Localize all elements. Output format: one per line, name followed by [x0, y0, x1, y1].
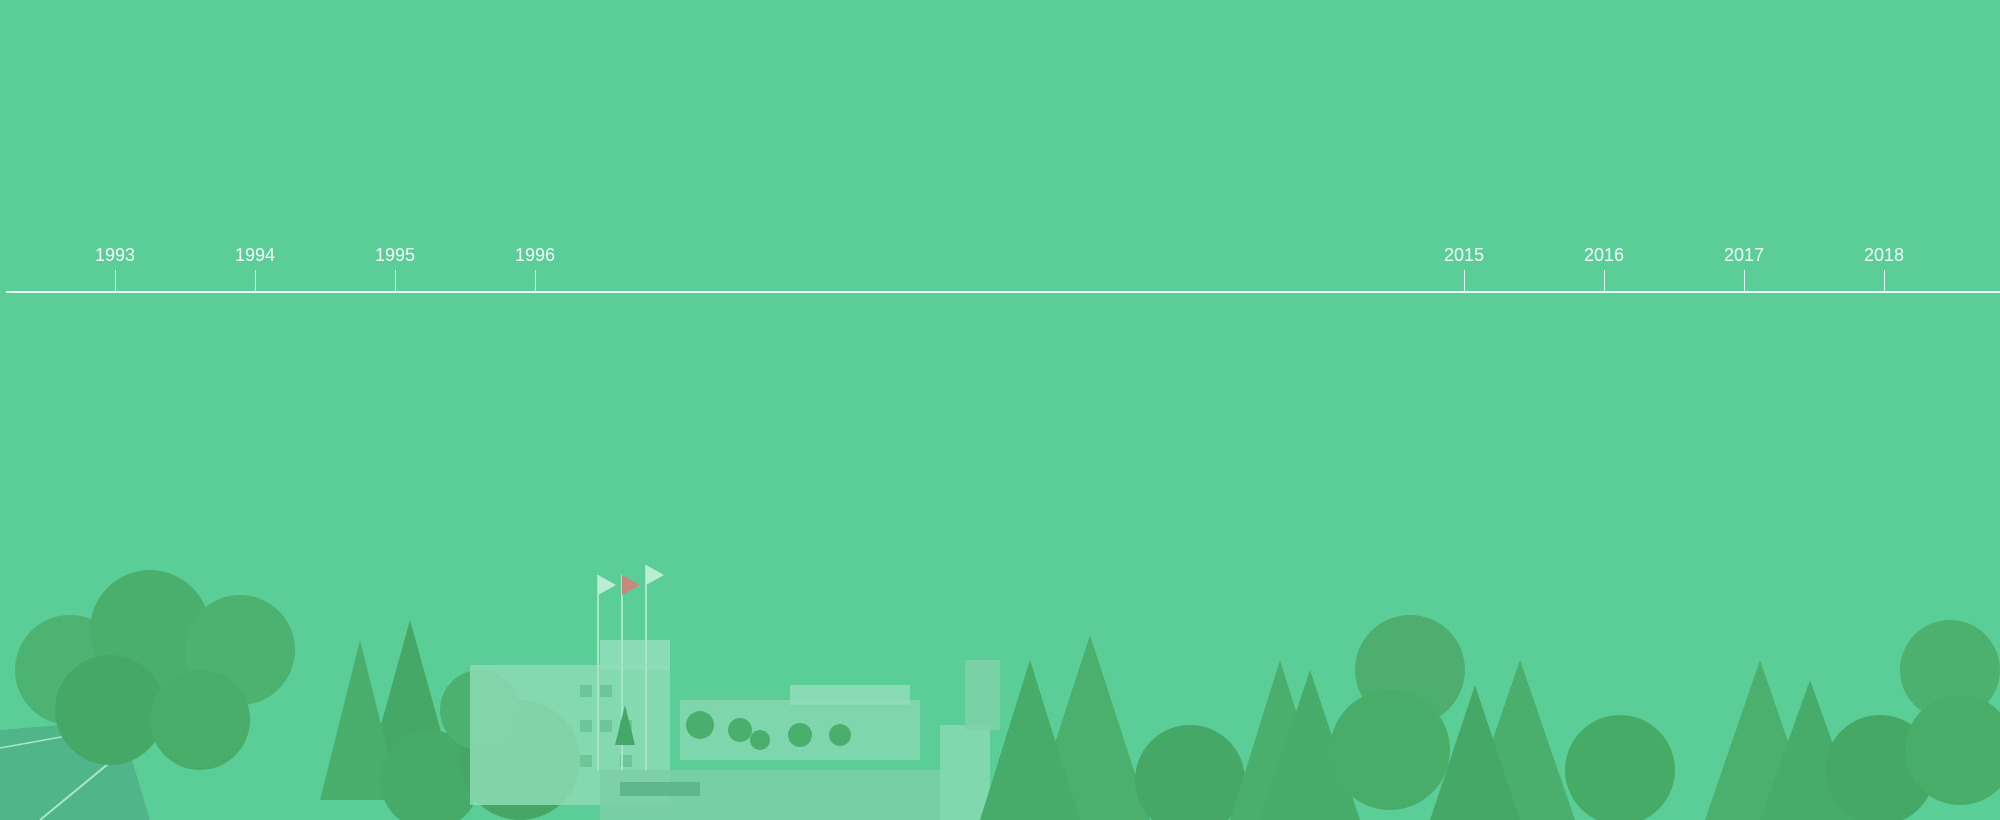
year-label: 2018: [1863, 245, 1905, 265]
year-marker-2016[interactable]: 2016: [1559, 242, 1649, 292]
year-tick: [1464, 270, 1465, 291]
year-tick: [1744, 270, 1745, 291]
year-marker-2015[interactable]: 2015: [1419, 242, 1509, 292]
year-marker-1996[interactable]: 1996: [490, 242, 580, 292]
campus-landscape-image: [0, 565, 2000, 820]
year-label: 1995: [374, 245, 416, 265]
year-marker-2017[interactable]: 2017: [1699, 242, 1789, 292]
year-marker-1993[interactable]: 1993: [70, 242, 160, 292]
year-label: 2015: [1443, 245, 1485, 265]
year-marker-1995[interactable]: 1995: [350, 242, 440, 292]
year-marker-2018[interactable]: 2018: [1839, 242, 1929, 292]
year-tick: [115, 270, 116, 291]
year-label: 1994: [234, 245, 276, 265]
year-label: 2016: [1583, 245, 1625, 265]
year-tick: [395, 270, 396, 291]
year-tick: [255, 270, 256, 291]
year-tick: [535, 270, 536, 291]
year-label: 1996: [514, 245, 556, 265]
year-tick: [1604, 270, 1605, 291]
timeline-axis: [6, 291, 2000, 293]
year-tick: [1884, 270, 1885, 291]
year-label: 1993: [94, 245, 136, 265]
year-marker-1994[interactable]: 1994: [210, 242, 300, 292]
year-label: 2017: [1723, 245, 1765, 265]
